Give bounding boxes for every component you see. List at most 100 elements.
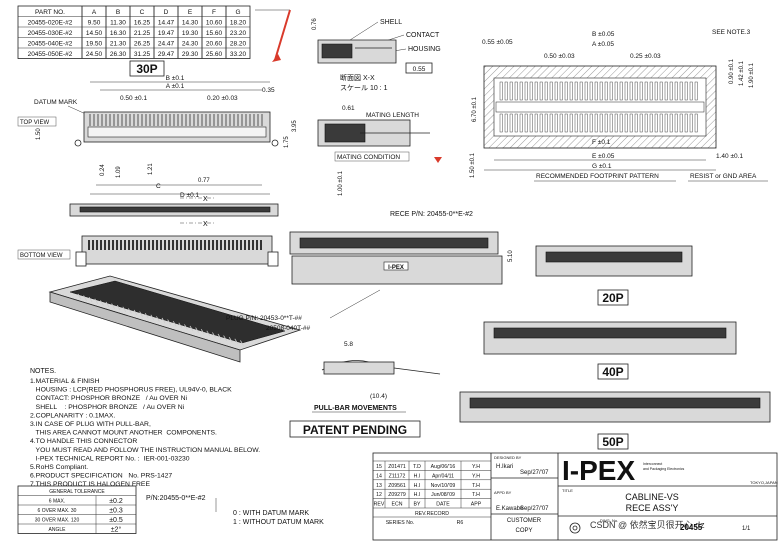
dim-121: 1.21 (148, 163, 154, 175)
table-cell: 19.30 (182, 30, 199, 37)
label-housing: HOUSING (408, 46, 441, 53)
tokyo-label: TOKYO,JAPAN (750, 480, 778, 485)
side-view: X X (69, 196, 279, 228)
ipex-logo: I-PEX (562, 455, 635, 486)
fp-dim-025: 0.25 ±0.03 (630, 53, 661, 60)
table-cell: 21.25 (134, 30, 151, 37)
rev-cell: Z01471 (388, 464, 406, 470)
top-view-30p: 30P B ±0.1 A ±0.1 0.50 ±0.1 0.20 ±0.03 0… (17, 60, 298, 199)
sheet-number: 1/1 (742, 526, 751, 532)
fp-dim-e: E ±0.05 (592, 153, 615, 160)
dim-109: 1.09 (116, 166, 122, 178)
table-cell: 14.50 (86, 30, 103, 37)
label-20p: 20P (602, 291, 623, 305)
table-cell: 19.47 (158, 30, 175, 37)
rev-header-cell: BY (414, 502, 421, 508)
table-header-cell: D (164, 9, 169, 16)
table-header-cell: F (212, 9, 216, 16)
dim-b: B ±0.1 (166, 75, 185, 82)
table-cell: 16.25 (134, 20, 151, 27)
label-40p: 40P (602, 365, 623, 379)
variant-50p: 50P (459, 391, 771, 450)
table-cell: 33.20 (230, 51, 247, 58)
designer: H.Ikari (496, 464, 513, 470)
table-cell: 14.47 (158, 20, 175, 27)
approved-by-label: APPD BY (494, 490, 512, 495)
note-line: THIS AREA CANNOT MOUNT ANOTHER COMPONENT… (30, 430, 217, 437)
rev-cell: Y.H (472, 473, 480, 479)
dim-d: D ±0.1 (180, 192, 199, 199)
mating-condition-view: 0.61 MATING LENGTH MATING CONDITION (255, 9, 442, 163)
fp-dim-150: 1.50 ±0.1 (470, 152, 476, 178)
table-cell: 26.25 (134, 41, 151, 48)
bottom-view: BOTTOM VIEW (17, 235, 279, 267)
plug-pn: PLUG P/N: 20453-0**T-## (226, 315, 302, 322)
table-header-cell: PART NO. (35, 9, 65, 16)
rev-cell: Apr/04/11 (432, 473, 454, 479)
rev-header-cell: REV (374, 502, 385, 508)
note-line: 2.COPLANARITY : 0.1MAX. (30, 412, 115, 419)
dim-510: 5.10 (508, 250, 514, 262)
option-0: 0 : WITH DATUM MARK (233, 510, 309, 517)
section-x-bottom: X (203, 221, 208, 228)
table-cell: 19.50 (86, 41, 103, 48)
fp-dim-g: G ±0.1 (592, 163, 612, 170)
rev-cell: Jun/08/'09 (431, 492, 455, 498)
table-cell: 20.60 (206, 41, 223, 48)
notes-title: NOTES. (30, 368, 56, 375)
option-1: 1 : WITHOUT DATUM MARK (233, 519, 324, 526)
approved-date: Sep/27/'07 (520, 506, 549, 512)
table-header-cell: B (116, 9, 120, 16)
fp-dim-142: 1.42 ±0.1 (739, 60, 745, 86)
tolerance-value: ±0.3 (109, 508, 123, 515)
rev-cell: H.I (414, 473, 421, 479)
rev-cell: 13 (376, 483, 382, 489)
series-no-label: SERIES No. (386, 520, 415, 526)
mating-length-label: MATING LENGTH (366, 112, 419, 119)
designed-date: Sep/27/'07 (520, 470, 549, 476)
rev-header-cell: DATE (436, 502, 450, 508)
isometric-view (48, 275, 302, 363)
contact-pins-top (89, 114, 263, 126)
table-cell: 20455-020E-#2 (28, 20, 73, 27)
rev-cell: T.H (472, 492, 480, 498)
dim-035: 0.35 (262, 87, 275, 94)
rev-record-label: REV.RECORD (415, 511, 449, 517)
copy-label: COPY (515, 528, 532, 534)
dim-104: (10.4) (370, 393, 387, 400)
datum-mark-label: DATUM MARK (34, 99, 78, 106)
label-50p: 50P (602, 435, 623, 449)
table-cell: 15.60 (206, 30, 223, 37)
plug-pn-2: 20508-040T-## (266, 325, 310, 332)
rev-cell: H.I (414, 492, 421, 498)
dim-c: C (156, 183, 161, 190)
table-cell: 9.50 (88, 20, 101, 27)
table-cell: 31.25 (134, 51, 151, 58)
projection-symbol-icon (569, 522, 581, 534)
table-cell: 20455-050E-#2 (28, 51, 73, 58)
table-cell: 11.30 (110, 20, 126, 27)
series-no-value: R6 (457, 520, 464, 526)
label-30p: 30P (136, 62, 157, 76)
label-shell: SHELL (380, 19, 402, 26)
mating-condition-label: MATING CONDITION (337, 154, 400, 161)
bottom-view-label: BOTTOM VIEW (20, 253, 63, 259)
table-header-cell: G (235, 9, 240, 16)
rev-cell: T.H (472, 483, 480, 489)
dim-a: A ±0.1 (166, 83, 185, 90)
dim-100: 1.00 ±0.1 (338, 170, 344, 196)
note-line: 4.TO HANDLE THIS CONNECTOR (30, 438, 137, 445)
table-cell: 16.30 (110, 30, 127, 37)
red-arrow-icon (274, 9, 291, 61)
table-header-cell: E (188, 9, 193, 16)
rev-cell: Y.H (472, 464, 480, 470)
pull-bar-view: 5.8 (10.4) PULL-BAR MOVEMENTS PATENT PEN… (289, 341, 441, 438)
fp-dim-090: 0.90 ±0.1 (729, 58, 735, 84)
table-header-cell: A (92, 9, 97, 16)
label-contact: CONTACT (406, 32, 440, 39)
tolerance-value: ±0.5 (109, 517, 123, 524)
rev-cell: T.D (413, 464, 421, 470)
table-cell: 20455-030E-#2 (28, 30, 73, 37)
